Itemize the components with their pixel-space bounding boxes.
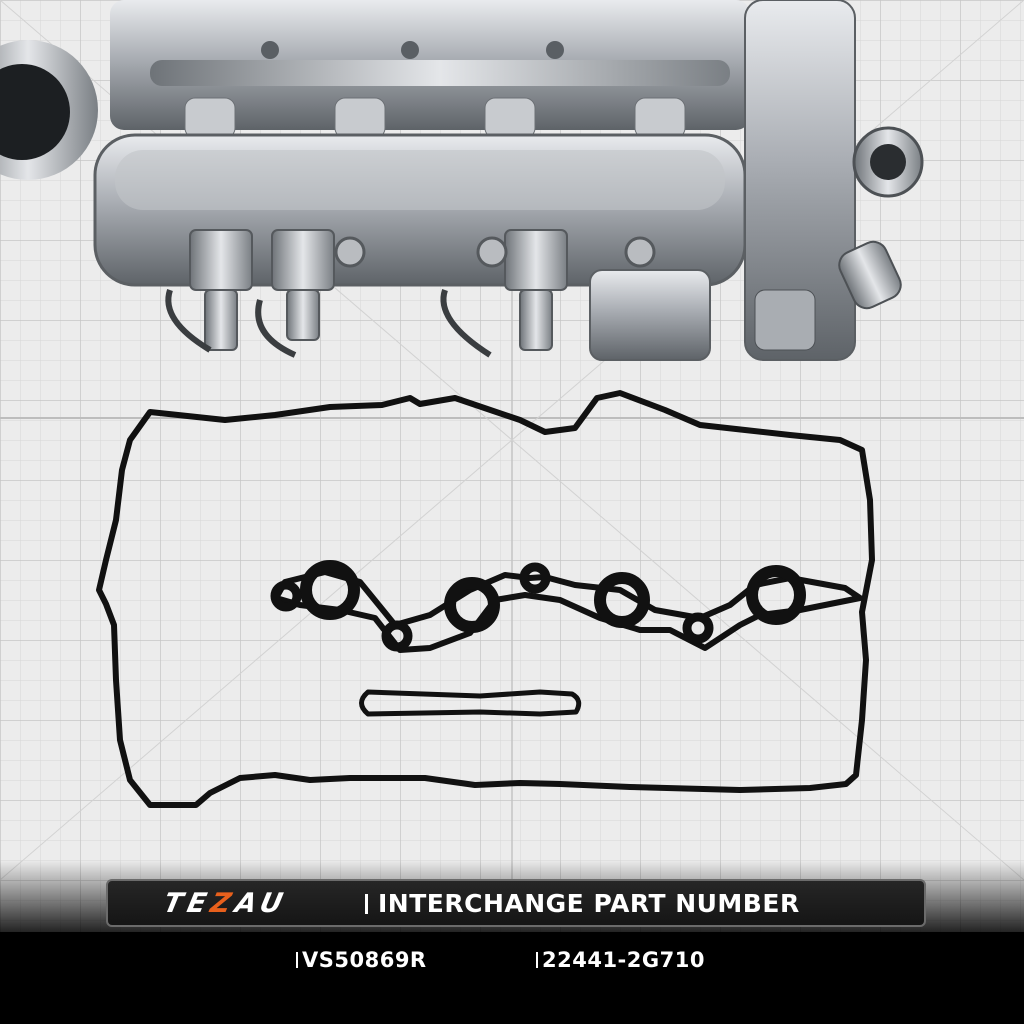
brand-name-end: AU [232, 888, 291, 919]
part-number-text: 22441-2G710 [542, 948, 705, 972]
banner-divider [365, 894, 368, 914]
part-number: VS50869R [296, 946, 427, 974]
brand-logo: TEZAU [160, 888, 291, 919]
engine-cylinder-head-image [0, 0, 924, 361]
banner-title: INTERCHANGE PART NUMBER [378, 889, 800, 918]
part-numbers-bar: VS50869R 22441-2G710 [0, 932, 1024, 1024]
tick-mark [296, 952, 298, 968]
brand-name-start: TE [160, 888, 215, 919]
part-number-text: VS50869R [302, 948, 427, 972]
part-number: 22441-2G710 [536, 946, 705, 974]
spark-plug-tube-seal-image [270, 560, 863, 653]
tick-mark [536, 952, 538, 968]
valve-cover-gasket-image [96, 390, 875, 808]
brand-banner: TEZAU INTERCHANGE PART NUMBER [106, 879, 926, 927]
small-seal-gasket-image [359, 689, 582, 717]
